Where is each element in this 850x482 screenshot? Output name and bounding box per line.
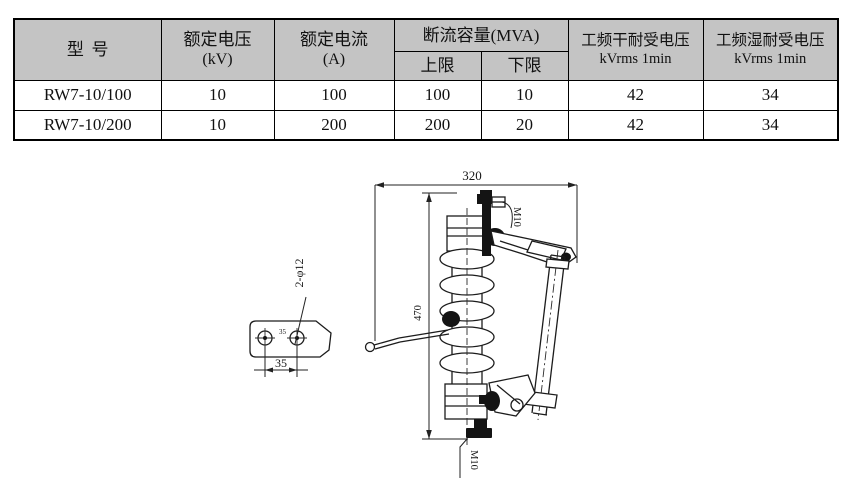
hole-note-label: 35	[279, 328, 287, 336]
cell-model: RW7-10/100	[13, 79, 162, 111]
cell-upper: 200	[393, 109, 482, 141]
header-wet-withstand-label: 工频湿耐受电压	[715, 32, 825, 49]
dim-height-label: 470	[413, 305, 424, 321]
dim-width-label: 320	[462, 168, 482, 183]
header-dry-withstand-unit: kVrms 1min	[599, 51, 672, 68]
lower-hinge-bracket	[479, 374, 536, 417]
header-lower-limit: 下限	[480, 50, 569, 81]
header-rated-current-unit: (A)	[322, 51, 346, 69]
header-rated-current: 额定电流 (A)	[273, 18, 395, 81]
dimension-hole-spacing-35: 35	[254, 346, 308, 377]
header-rated-current-label: 额定电流	[300, 30, 368, 50]
fuse-tube	[522, 249, 570, 421]
header-dry-withstand-label: 工频干耐受电压	[581, 32, 690, 49]
header-rated-voltage-label: 额定电压	[183, 30, 252, 50]
cell-current: 200	[273, 109, 395, 141]
table-row: RW7-10/100 10 100 100 10 42 34	[13, 79, 839, 111]
table-row: RW7-10/200 10 200 200 20 42 34	[13, 109, 839, 141]
thread-bottom-label: M10	[468, 450, 479, 470]
cell-current: 100	[273, 79, 395, 111]
header-model: 型号	[13, 18, 162, 81]
cell-dry: 42	[567, 79, 704, 111]
cell-wet: 34	[702, 109, 839, 141]
header-rated-voltage-unit: (kV)	[202, 51, 233, 69]
cell-lower: 10	[480, 79, 569, 111]
thread-callout-bottom: M10	[459, 438, 479, 478]
dimension-width-320: 320	[374, 168, 578, 341]
cell-upper: 100	[393, 79, 482, 111]
cell-lower: 20	[480, 109, 569, 141]
thread-top-label: M10	[511, 207, 522, 227]
cell-wet: 34	[702, 79, 839, 111]
header-breaking-capacity: 断流容量(MVA)	[393, 18, 569, 52]
fuse-cutout-outline-drawing: 320 470 M10	[249, 168, 578, 478]
dimension-height-470: 470	[413, 192, 468, 440]
cell-voltage: 10	[160, 109, 275, 141]
header-wet-withstand: 工频湿耐受电压 kVrms 1min	[702, 18, 839, 81]
cell-voltage: 10	[160, 79, 275, 111]
holes-label: 2-φ12	[292, 259, 306, 288]
thread-callout-top: M10	[501, 201, 522, 229]
bottom-stud	[466, 419, 492, 438]
cell-model: RW7-10/200	[13, 109, 162, 141]
spec-table-header: 型号 额定电压 (kV) 额定电流 (A) 断流容量(MVA) 工频干耐受电压 …	[13, 18, 839, 81]
operating-pull-rod	[364, 311, 460, 353]
header-dry-withstand: 工频干耐受电压 kVrms 1min	[567, 18, 704, 81]
mounting-bracket-detail: 35	[249, 320, 332, 358]
hole-spacing-label: 35	[275, 356, 287, 370]
spec-table: 型号 额定电压 (kV) 额定电流 (A) 断流容量(MVA) 工频干耐受电压 …	[13, 18, 839, 141]
header-upper-limit: 上限	[393, 50, 482, 81]
holes-callout: 2-φ12	[292, 259, 307, 345]
header-wet-withstand-unit: kVrms 1min	[734, 51, 807, 68]
cell-dry: 42	[567, 109, 704, 141]
header-rated-voltage: 额定电压 (kV)	[160, 18, 275, 81]
